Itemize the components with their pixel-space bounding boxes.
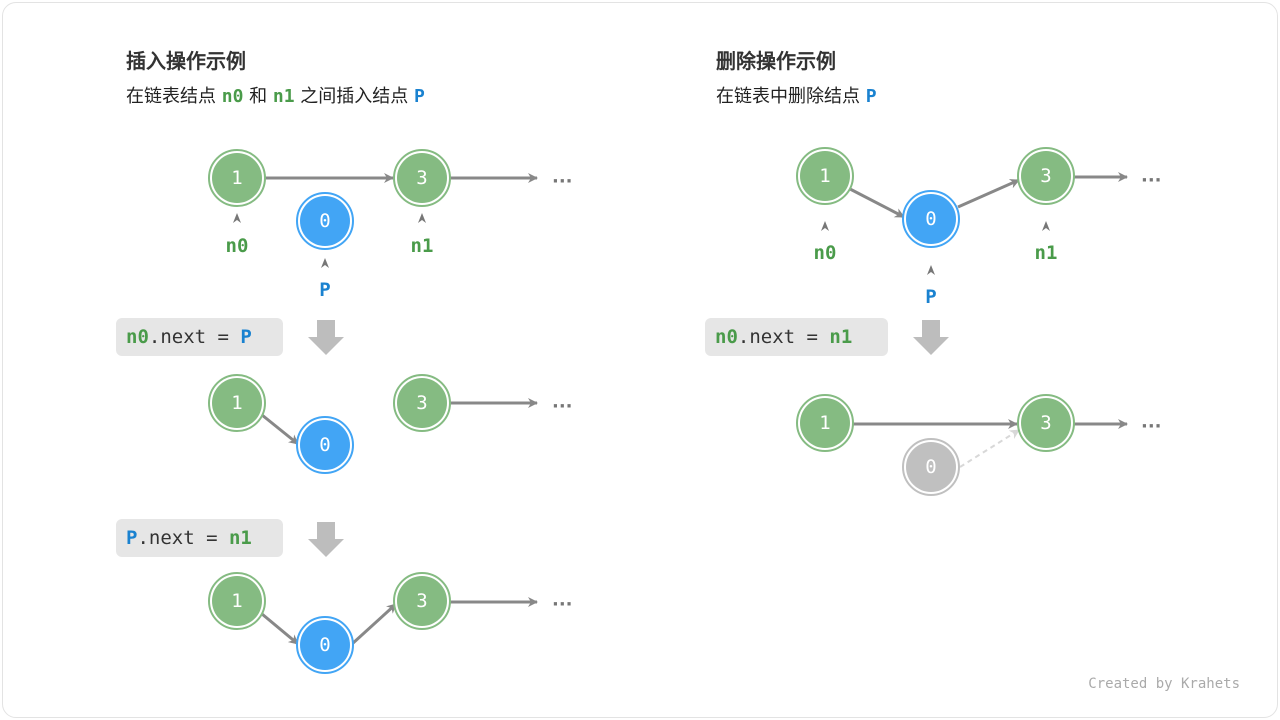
down-arrow-icon (913, 320, 949, 355)
down-arrow-icon (308, 522, 344, 557)
node-value: 0 (925, 456, 936, 478)
edge (261, 612, 299, 646)
delete-title: 删除操作示例 (716, 49, 836, 73)
code-part: P (240, 326, 252, 348)
ellipsis: ··· (1141, 416, 1162, 437)
code-part: n1 (829, 326, 853, 348)
pointer-icon (1042, 221, 1050, 231)
edge (849, 187, 905, 219)
node-value: 1 (231, 167, 242, 189)
code-part: n0 (715, 326, 738, 348)
code-part: P (126, 527, 138, 549)
label-n0: n0 (814, 242, 837, 264)
p-ref: P (414, 86, 425, 107)
pointer-icon (233, 213, 241, 223)
code-part: .next = (737, 326, 830, 348)
node-value: 1 (819, 412, 830, 434)
n1-ref: n1 (272, 86, 295, 107)
delete-subtitle: 在链表中删除结点 P (716, 82, 877, 108)
node-value: 0 (319, 210, 330, 232)
insert-title: 插入操作示例 (126, 49, 246, 73)
pointer-icon (418, 213, 426, 223)
ellipsis: ··· (1141, 170, 1162, 191)
node-value: 3 (416, 590, 427, 612)
code-step-1: n0.next = P (116, 318, 283, 356)
pointer-icon (927, 265, 935, 275)
node-value: 3 (416, 167, 427, 189)
ellipsis: ··· (552, 171, 573, 192)
node-value: 1 (819, 165, 830, 187)
code-part: .next = (148, 326, 241, 348)
node-value: 1 (231, 392, 242, 414)
node-value: 3 (416, 392, 427, 414)
label-p: P (925, 286, 936, 308)
node-value: 0 (925, 208, 936, 230)
node-value: 1 (231, 590, 242, 612)
label-p: P (319, 279, 330, 301)
text: 在链表中删除结点 (716, 86, 866, 107)
node-value: 0 (319, 634, 330, 656)
edge (350, 602, 398, 646)
insert-subtitle: 在链表结点 n0 和 n1 之间插入结点 P (126, 82, 425, 108)
edge (261, 413, 299, 446)
text: 和 (243, 86, 273, 107)
pointer-icon (821, 221, 829, 231)
label-n1: n1 (411, 235, 434, 257)
ellipsis: ··· (552, 396, 573, 417)
code-step-2: P.next = n1 (116, 519, 283, 557)
footer-credit: Created by Krahets (1088, 676, 1240, 692)
p-ref: P (865, 86, 877, 107)
ellipsis: ··· (552, 594, 573, 615)
code-delete: n0.next = n1 (705, 318, 888, 356)
pointer-icon (321, 258, 329, 268)
node-value: 0 (319, 434, 330, 456)
removed-edge (959, 429, 1020, 468)
n0-ref: n0 (221, 86, 244, 107)
code-part: n0 (126, 326, 149, 348)
label-n1: n1 (1035, 242, 1058, 264)
node-value: 3 (1040, 412, 1051, 434)
edge (957, 178, 1020, 209)
down-arrow-icon (308, 320, 344, 355)
text: 之间插入结点 (294, 86, 415, 107)
text: 在链表结点 (126, 86, 222, 107)
code-part: n1 (228, 527, 252, 549)
node-value: 3 (1040, 165, 1051, 187)
code-part: .next = (137, 527, 229, 549)
label-n0: n0 (226, 235, 249, 257)
edges (261, 172, 1128, 646)
